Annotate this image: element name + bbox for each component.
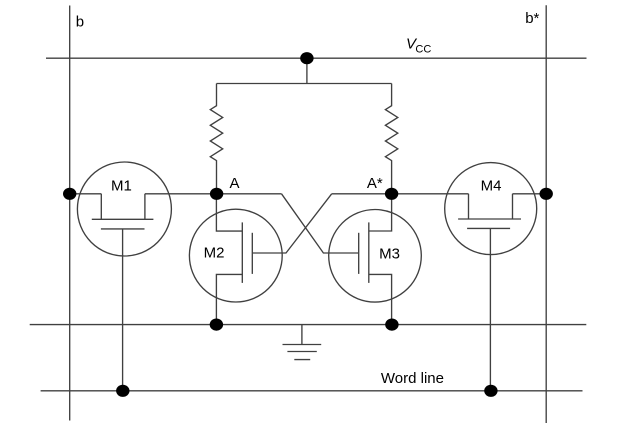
- svg-text:b: b: [76, 13, 84, 30]
- svg-text:A: A: [230, 175, 240, 192]
- svg-text:M1: M1: [111, 178, 132, 195]
- svg-text:M3: M3: [379, 245, 400, 262]
- svg-text:b*: b*: [525, 10, 539, 27]
- svg-text:M2: M2: [204, 245, 225, 262]
- svg-text:Word line: Word line: [381, 370, 444, 387]
- svg-text:V: V: [406, 35, 418, 52]
- svg-text:A*: A*: [367, 175, 383, 192]
- svg-text:CC: CC: [415, 44, 431, 56]
- svg-text:M4: M4: [481, 178, 502, 195]
